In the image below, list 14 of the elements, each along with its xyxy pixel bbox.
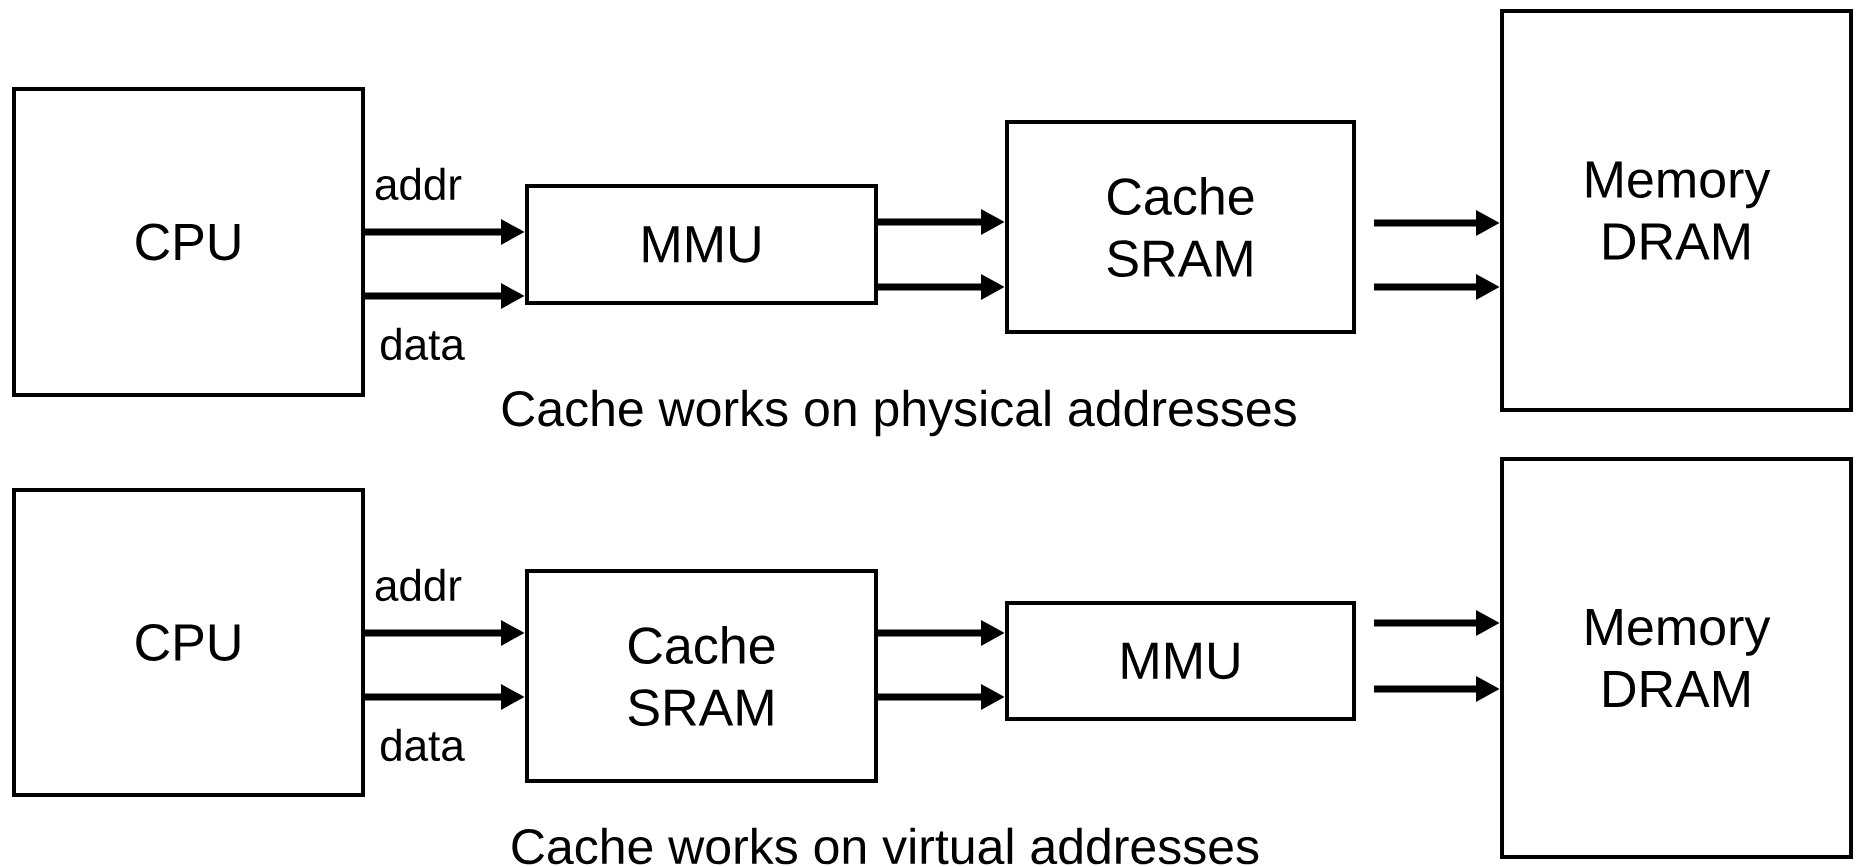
component-box: CPU	[12, 488, 365, 797]
component-box: Cache SRAM	[1005, 120, 1356, 334]
component-box: MMU	[525, 184, 878, 305]
edge-label: addr	[375, 568, 462, 602]
caption: Cache works on virtual addresses	[512, 827, 1259, 865]
component-box: Memory DRAM	[1500, 457, 1854, 859]
edge-label: data	[381, 728, 465, 762]
component-box: Cache SRAM	[525, 569, 878, 783]
edge-label: data	[381, 327, 465, 361]
caption: Cache works on physical addresses	[502, 389, 1296, 437]
component-box: MMU	[1005, 601, 1356, 721]
edge-label: addr	[375, 167, 462, 201]
component-box: Memory DRAM	[1500, 9, 1854, 412]
component-box: CPU	[12, 87, 365, 397]
